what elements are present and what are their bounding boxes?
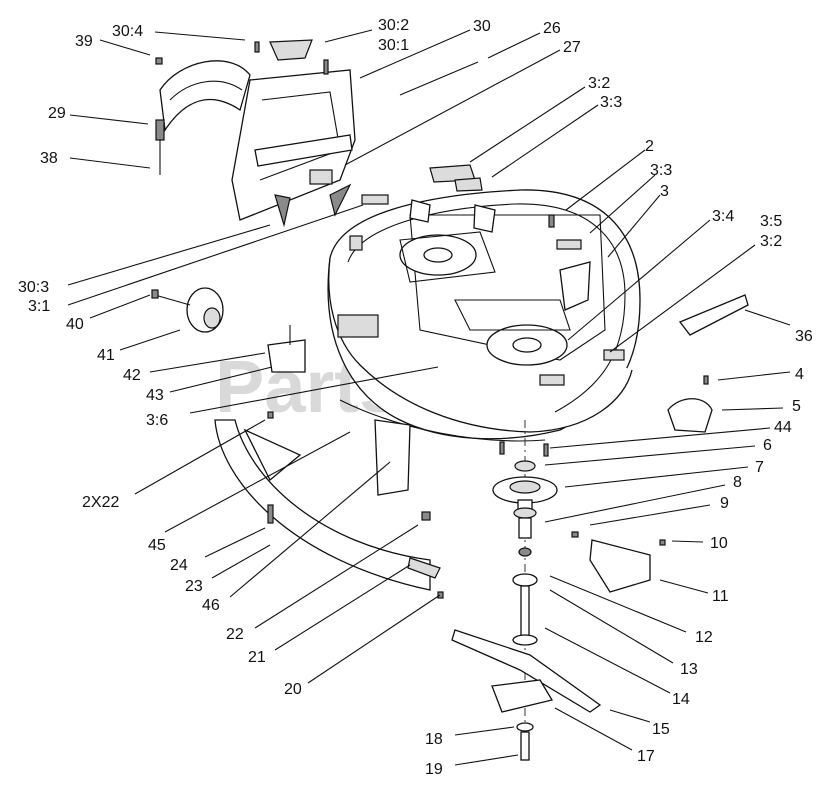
callout-3-5: 3:5	[760, 213, 782, 230]
callout-3-2: 3:2	[588, 75, 610, 92]
callout-40: 40	[66, 316, 84, 333]
rod-26	[399, 61, 479, 96]
callout-15: 15	[652, 721, 670, 738]
callout-39: 39	[75, 33, 93, 50]
bolt-10	[571, 531, 579, 538]
blade-adapter-17	[491, 679, 554, 713]
callout-17: 17	[637, 748, 655, 765]
callout-41: 41	[97, 347, 115, 364]
callout-3-2b: 3:2	[760, 233, 782, 250]
baffle-36	[678, 294, 749, 336]
callout-2: 2	[645, 138, 654, 155]
discharge-chute	[231, 69, 356, 228]
callout-42: 42	[123, 367, 141, 384]
callout-19: 19	[425, 761, 443, 778]
callout-24: 24	[170, 557, 188, 574]
spindle-assembly	[492, 420, 558, 760]
callout-45: 45	[148, 537, 166, 554]
bolt-4	[703, 375, 709, 385]
callout-9: 9	[720, 495, 729, 512]
callout-3-6: 3:6	[146, 412, 168, 429]
callout-22: 22	[226, 626, 244, 643]
callout-3-3: 3:3	[600, 94, 622, 111]
callout-3-1: 3:1	[28, 298, 50, 315]
callout-20: 20	[284, 681, 302, 698]
mower-deck-shell	[327, 164, 641, 442]
deflector-11	[589, 539, 651, 593]
callout-27: 27	[563, 39, 581, 56]
callout-2x22: 2X22	[82, 494, 119, 511]
callout-3: 3	[660, 183, 669, 200]
blade-15	[451, 629, 602, 713]
nut-10	[659, 539, 666, 546]
washer-18	[516, 722, 534, 732]
bolt-30	[323, 59, 329, 75]
callout-23: 23	[185, 578, 203, 595]
callout-10: 10	[710, 535, 728, 552]
left-deflector-assembly	[214, 411, 444, 599]
bolt-2	[548, 214, 555, 228]
callout-30: 30	[473, 18, 491, 35]
bracket-42	[267, 339, 306, 373]
callout-46: 46	[202, 597, 220, 614]
callout-3-4: 3:4	[712, 208, 734, 225]
callout-43: 43	[146, 387, 164, 404]
callout-6: 6	[763, 437, 772, 454]
callout-14: 14	[672, 691, 690, 708]
bolt-19	[520, 731, 530, 761]
callout-29: 29	[48, 105, 66, 122]
callout-11: 11	[712, 588, 729, 605]
gauge-wheel	[151, 287, 224, 333]
callout-30-4: 30:4	[112, 23, 143, 40]
part-30-2	[269, 39, 313, 61]
callout-7: 7	[755, 459, 764, 476]
callout-3-3b: 3:3	[650, 162, 672, 179]
callout-26: 26	[543, 20, 561, 37]
callout-8: 8	[733, 474, 742, 491]
guard-5	[667, 398, 713, 433]
callout-30-1: 30:1	[378, 37, 409, 54]
callout-18: 18	[425, 731, 443, 748]
callout-21: 21	[248, 649, 266, 666]
callout-30-3: 30:3	[18, 279, 49, 296]
callout-labels: 39 30:4 30:2 30:1 30 26 27 29 38 3:2 3:3…	[18, 17, 813, 778]
chute-deflector	[155, 60, 251, 175]
bracket-3	[559, 261, 591, 311]
strip-3-1	[361, 194, 389, 205]
callout-30-2: 30:2	[378, 17, 409, 34]
callout-44: 44	[774, 419, 792, 436]
callout-12: 12	[695, 629, 713, 646]
callout-36: 36	[795, 328, 813, 345]
callout-5: 5	[792, 398, 801, 415]
bolt-39	[155, 57, 163, 65]
leader-lines	[67, 29, 791, 766]
part-3-3	[556, 239, 582, 250]
callout-13: 13	[680, 661, 698, 678]
bolt-30-4	[254, 41, 260, 53]
callout-4: 4	[795, 366, 804, 383]
callout-38: 38	[40, 150, 58, 167]
